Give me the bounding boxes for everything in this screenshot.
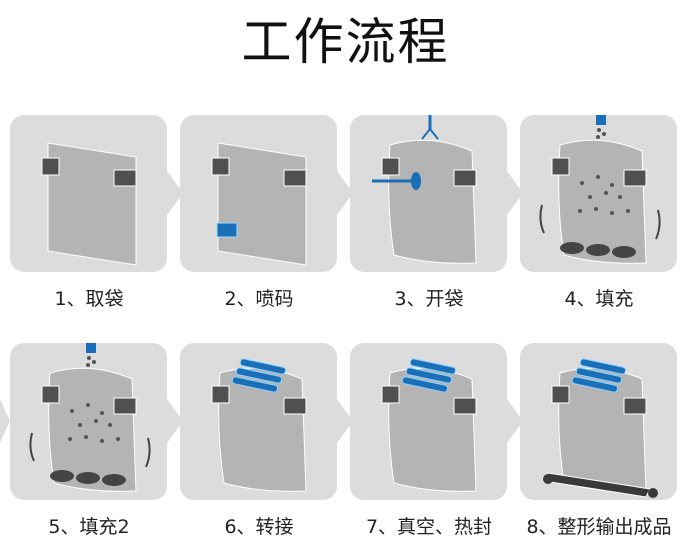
vibration-lines-icon (539, 204, 661, 240)
material-particle (116, 437, 120, 441)
material-particle (610, 211, 614, 215)
step-illustration (211, 358, 307, 492)
step-label: 2、喷码 (224, 288, 294, 310)
material-particle (70, 409, 74, 413)
bag-clamp-right (453, 169, 477, 187)
step-panel-8 (520, 343, 677, 500)
bag-clamp-right (453, 397, 477, 415)
material-particle (578, 209, 582, 213)
bag-clamp-left (381, 157, 400, 176)
bag-clamp-right (283, 397, 307, 415)
heat-seal-bars (401, 358, 457, 393)
material-particle (94, 419, 98, 423)
step-label: 8、整形输出成品 (526, 516, 672, 538)
bag-clamp-right (113, 397, 137, 415)
step-illustration (539, 115, 661, 264)
conveyor-belt (543, 472, 658, 498)
step-panel-4 (520, 115, 677, 272)
vibration-plate (560, 242, 636, 258)
step-label: 1、取袋 (54, 288, 124, 310)
step-illustration (543, 358, 658, 498)
step-panel-7 (350, 343, 507, 500)
bag-clamp-right (113, 169, 137, 187)
flow-arrow-icon (507, 399, 523, 443)
page-title: 工作流程 (241, 13, 450, 71)
material-particle (626, 209, 630, 213)
material-particle (78, 423, 82, 427)
step-panel-5 (10, 343, 167, 500)
bag-clamp-left (551, 157, 570, 176)
bag-clamp-left (41, 385, 60, 404)
heat-seal-bars (571, 358, 627, 393)
step-illustration (29, 343, 151, 492)
vibration-lines-icon (29, 432, 151, 468)
material-particle (610, 183, 614, 187)
step-label: 7、真空、热封 (365, 516, 493, 538)
step-illustration (211, 142, 307, 266)
bag-clamp-right (283, 169, 307, 187)
heat-seal-bars (231, 358, 287, 393)
step-illustration (41, 142, 137, 266)
step-label: 6、转接 (224, 516, 294, 538)
filling-nozzle (596, 115, 606, 125)
bag-clamp-left (381, 385, 400, 404)
material-particle (580, 181, 584, 185)
material-particle (618, 195, 622, 199)
flow-arrow-icon (337, 171, 353, 215)
flow-arrow-icon (167, 171, 183, 215)
material-particle (86, 403, 90, 407)
flow-arrow-icon (167, 399, 183, 443)
material-particle (100, 439, 104, 443)
material-particle (604, 191, 608, 195)
bag-clamp-left (211, 385, 230, 404)
material-particle (594, 207, 598, 211)
step-panel-1 (10, 115, 167, 272)
bag-clamp-left (551, 385, 570, 404)
material-particle (108, 423, 112, 427)
step-label: 5、填充2 (48, 516, 130, 538)
inkjet-printer (216, 222, 238, 238)
vibration-plate (50, 470, 126, 486)
bag (47, 142, 137, 266)
flow-arrow-icon (0, 399, 10, 443)
step-panel-6 (180, 343, 337, 500)
filling-nozzle (86, 343, 96, 353)
material-particle (100, 411, 104, 415)
step-illustration (381, 358, 477, 492)
flow-arrow-icon (507, 171, 523, 215)
flow-arrow-icon (337, 399, 353, 443)
step-label: 3、开袋 (394, 288, 464, 310)
step-panel-3 (350, 115, 507, 272)
bag-clamp-left (211, 157, 230, 176)
step-panel-2 (180, 115, 337, 272)
material-particle (84, 435, 88, 439)
step-illustration (372, 115, 477, 264)
material-particle (596, 175, 600, 179)
bag (388, 139, 477, 264)
material-particle (68, 437, 72, 441)
bag-clamp-right (623, 397, 647, 415)
bag-clamp-right (623, 169, 647, 187)
bag (217, 142, 307, 266)
bag-opener (421, 115, 439, 140)
bag-clamp-left (41, 157, 60, 176)
material-particle (588, 195, 592, 199)
step-label: 4、填充 (564, 288, 634, 310)
